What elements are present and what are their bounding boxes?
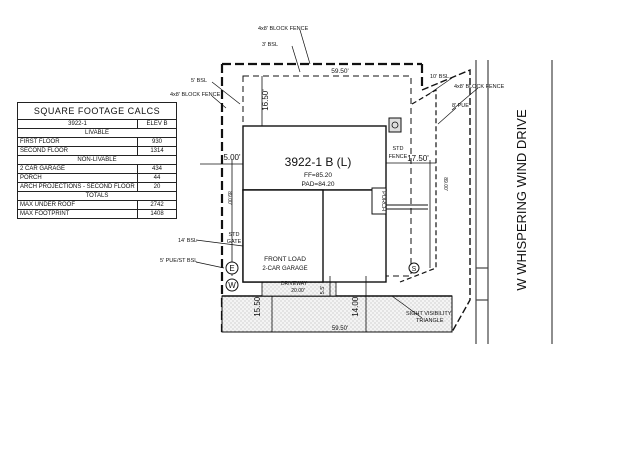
bsl-front-label: 14' BSL [178,238,197,244]
street-name-label: W WHISPERING WIND DRIVE [514,109,529,291]
table-row-value: 434 [137,164,177,174]
bsl-left-label: 5' BSL [191,78,207,84]
house-id-label: 3922-1 B (L) [285,155,352,169]
fence-line-right [399,88,437,283]
garage-label-2: 2-CAR GARAGE [262,266,307,272]
table-row-value: 2742 [137,200,177,210]
dim-side-right: 17.50' [407,154,429,163]
table-row-label: ARCH PROJECTIONS - SECOND FLOOR [17,182,138,192]
property-boundary [220,62,424,332]
dim-front-left: 15.50' [253,295,262,317]
house-footprint [242,125,387,283]
pue-front-label: 5' PUE/ST BSL [160,258,197,264]
table-section-nonlivable: NON-LIVABLE [17,155,177,165]
square-footage-table: SQUARE FOOTAGE CALCS 3922-1 ELEV B LIVAB… [17,102,177,219]
dim-top-width: 59.50' [331,68,349,75]
garage-label-1: FRONT LOAD [264,256,306,263]
table-row-label: MAX UNDER ROOF [17,200,138,210]
table-row-value: 44 [137,173,177,183]
dim-bottom-width: 59.50' [332,326,348,332]
block-fence-right-label: 4x8' BLOCK FENCE [454,84,505,90]
sight-visibility-label: SIGHT VISIBILITY [406,311,452,317]
dim-drive-width: 20.00' [291,288,305,294]
table-row-label: 2 CAR GARAGE [17,164,138,174]
sight-visibility-label-2: TRIANGLE [416,318,444,324]
street-edge [475,60,553,344]
table-section-livable: LIVABLE [17,128,177,138]
dim-side-left: 5.00' [223,153,241,162]
dim-rear-setback: 16.50' [261,89,270,111]
ac-unit-fan [391,121,399,129]
table-row-label: FIRST FLOOR [17,137,138,147]
table-row-value: 930 [137,137,177,147]
marker-e: E [225,261,239,275]
svg-text:W: W [228,281,236,290]
std-gate-label: STD [229,232,240,238]
dim-front-right: 14.00' [351,295,360,317]
table-row-label: PORCH [17,173,138,183]
marker-s: S [408,262,420,274]
dim-depth-left: 89.00' [226,191,232,205]
dim-depth-right: 89.00' [442,177,448,191]
pad-elevation-label: PAD=84.20 [302,181,335,188]
table-row-value: 20 [137,182,177,192]
ac-unit [388,117,402,133]
table-section-totals: TOTALS [17,191,177,201]
driveway-label: DRIVEWAY [281,281,308,287]
finished-floor-label: FF=85.20 [304,172,332,179]
table-row-label: SECOND FLOOR [17,146,138,156]
bsl-top-label: 3' BSL [262,42,278,48]
bsl-right-label: 10' BSL [430,74,449,80]
svg-text:E: E [229,264,234,273]
table-row-label: MAX FOOTPRINT [17,209,138,219]
std-gate-label-2: GATE [227,239,242,245]
porch-label: PORCH [380,191,386,211]
table-row-value: 1314 [137,146,177,156]
leader-lines [195,29,479,319]
table-elevation-header: ELEV B [137,119,177,129]
pue-right-label: 8' PUE [452,103,469,109]
svg-text:S: S [412,266,417,273]
block-fence-left-label: 4x8' BLOCK FENCE [170,92,221,98]
marker-w: W [225,278,239,292]
front-sidewalk [221,295,453,333]
table-title: SQUARE FOOTAGE CALCS [17,102,177,120]
dimension-lines [200,76,436,332]
property-boundary-right [421,68,471,333]
block-fence-top-label: 4x8' BLOCK FENCE [258,26,309,32]
std-fence-label-2: FENCE [389,154,408,160]
dim-drive-small: 5.5' [320,286,326,295]
porch-box [371,187,387,215]
table-row-value: 1408 [137,209,177,219]
std-fence-label: STD [393,146,404,152]
table-plan-header: 3922-1 [17,119,138,129]
